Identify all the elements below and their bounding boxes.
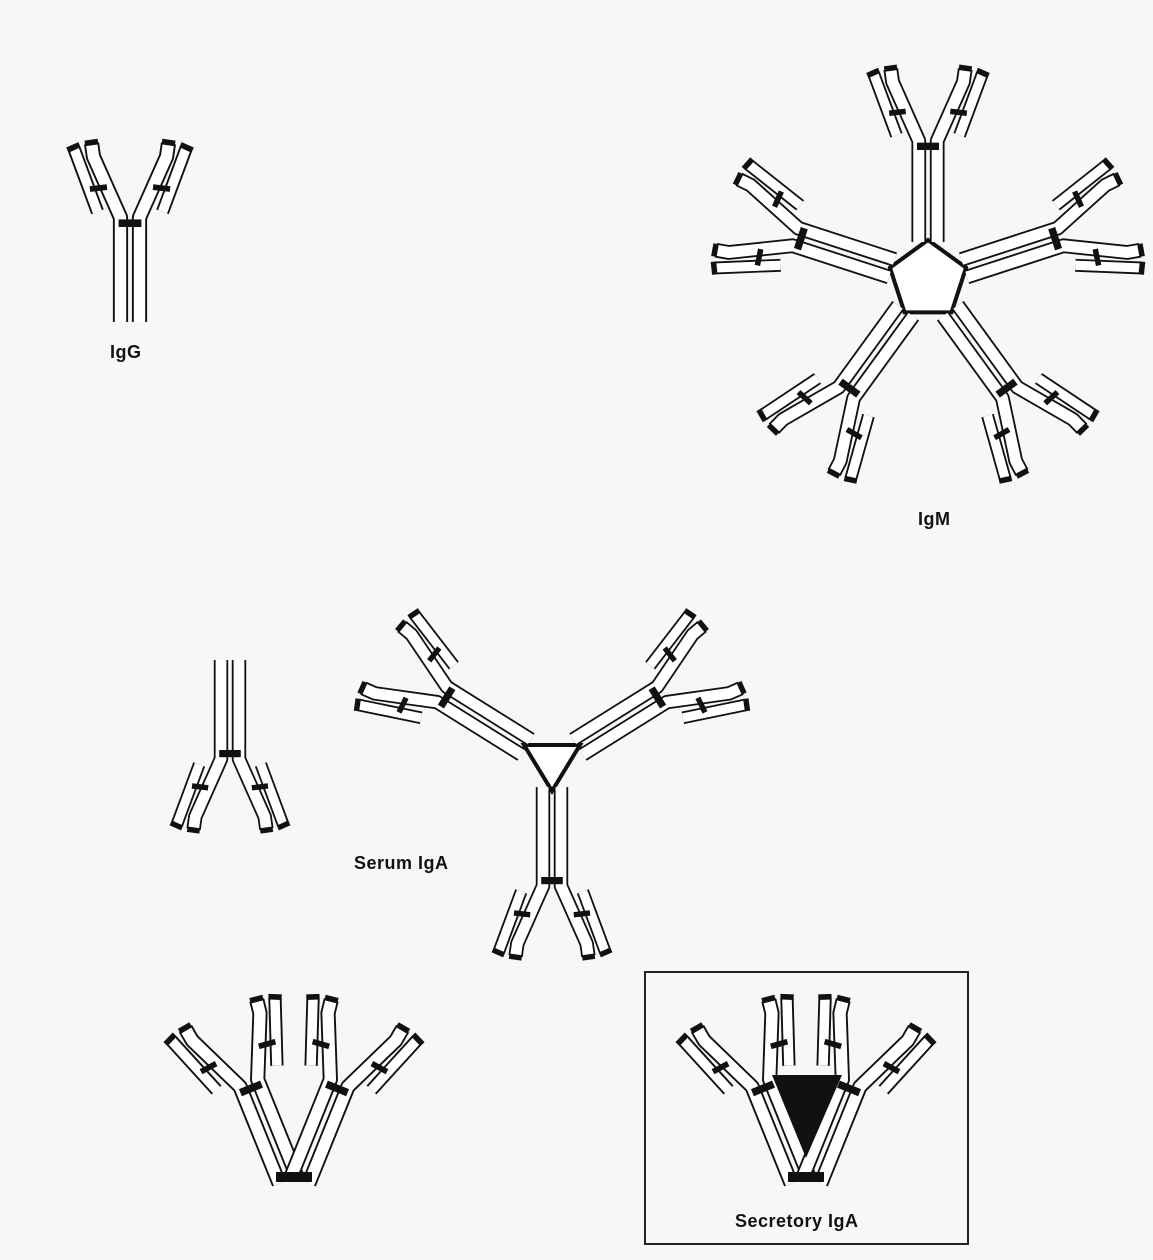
serum-iga-trimer-unit-right xyxy=(546,604,757,799)
serum-iga-monomer-hl-bond xyxy=(192,786,208,788)
igm-monomer-5 xyxy=(704,155,911,327)
serum-iga-monomer xyxy=(170,660,291,834)
serum-iga-trimer-unit-down-hinge-bond xyxy=(541,877,563,884)
serum-iga-monomer-hinge-bond xyxy=(219,750,241,757)
igg-monomer xyxy=(66,139,194,322)
igg-monomer-hl-bond xyxy=(153,187,170,189)
igm-monomer-1-hl-bond xyxy=(950,111,967,113)
igg-monomer-hl-bond xyxy=(90,187,107,189)
secretory-iga-label: Secretory IgA xyxy=(735,1211,859,1232)
igm-monomer-1 xyxy=(866,65,990,242)
serum-iga-label: Serum IgA xyxy=(354,853,449,874)
dimer-iga-right-light-cap xyxy=(306,994,319,1000)
igm-monomer-1-hl-bond xyxy=(889,111,906,113)
igm-monomer-1-hinge-bond xyxy=(917,143,939,150)
igm-monomer-2 xyxy=(945,155,1152,327)
serum-iga-trimer-unit-down-hl-bond xyxy=(574,913,590,915)
serum-iga-monomer-hl-bond xyxy=(252,786,268,788)
igg-monomer-hinge-bond xyxy=(119,219,142,227)
igg-label: IgG xyxy=(110,342,142,363)
dimer-iga-j-chain xyxy=(276,1172,312,1182)
igm-j-ring xyxy=(890,240,966,312)
dimer-iga-left-light-cap xyxy=(268,994,281,1000)
serum-iga-trimer-unit-down-hl-bond xyxy=(514,913,530,915)
serum-iga-trimer-core xyxy=(524,745,580,791)
igm-label: IgM xyxy=(918,509,951,530)
secretory-iga-frame xyxy=(644,971,969,1245)
serum-iga-trimer-unit-left xyxy=(347,604,558,799)
serum-iga-trimer-unit-down xyxy=(492,787,613,961)
